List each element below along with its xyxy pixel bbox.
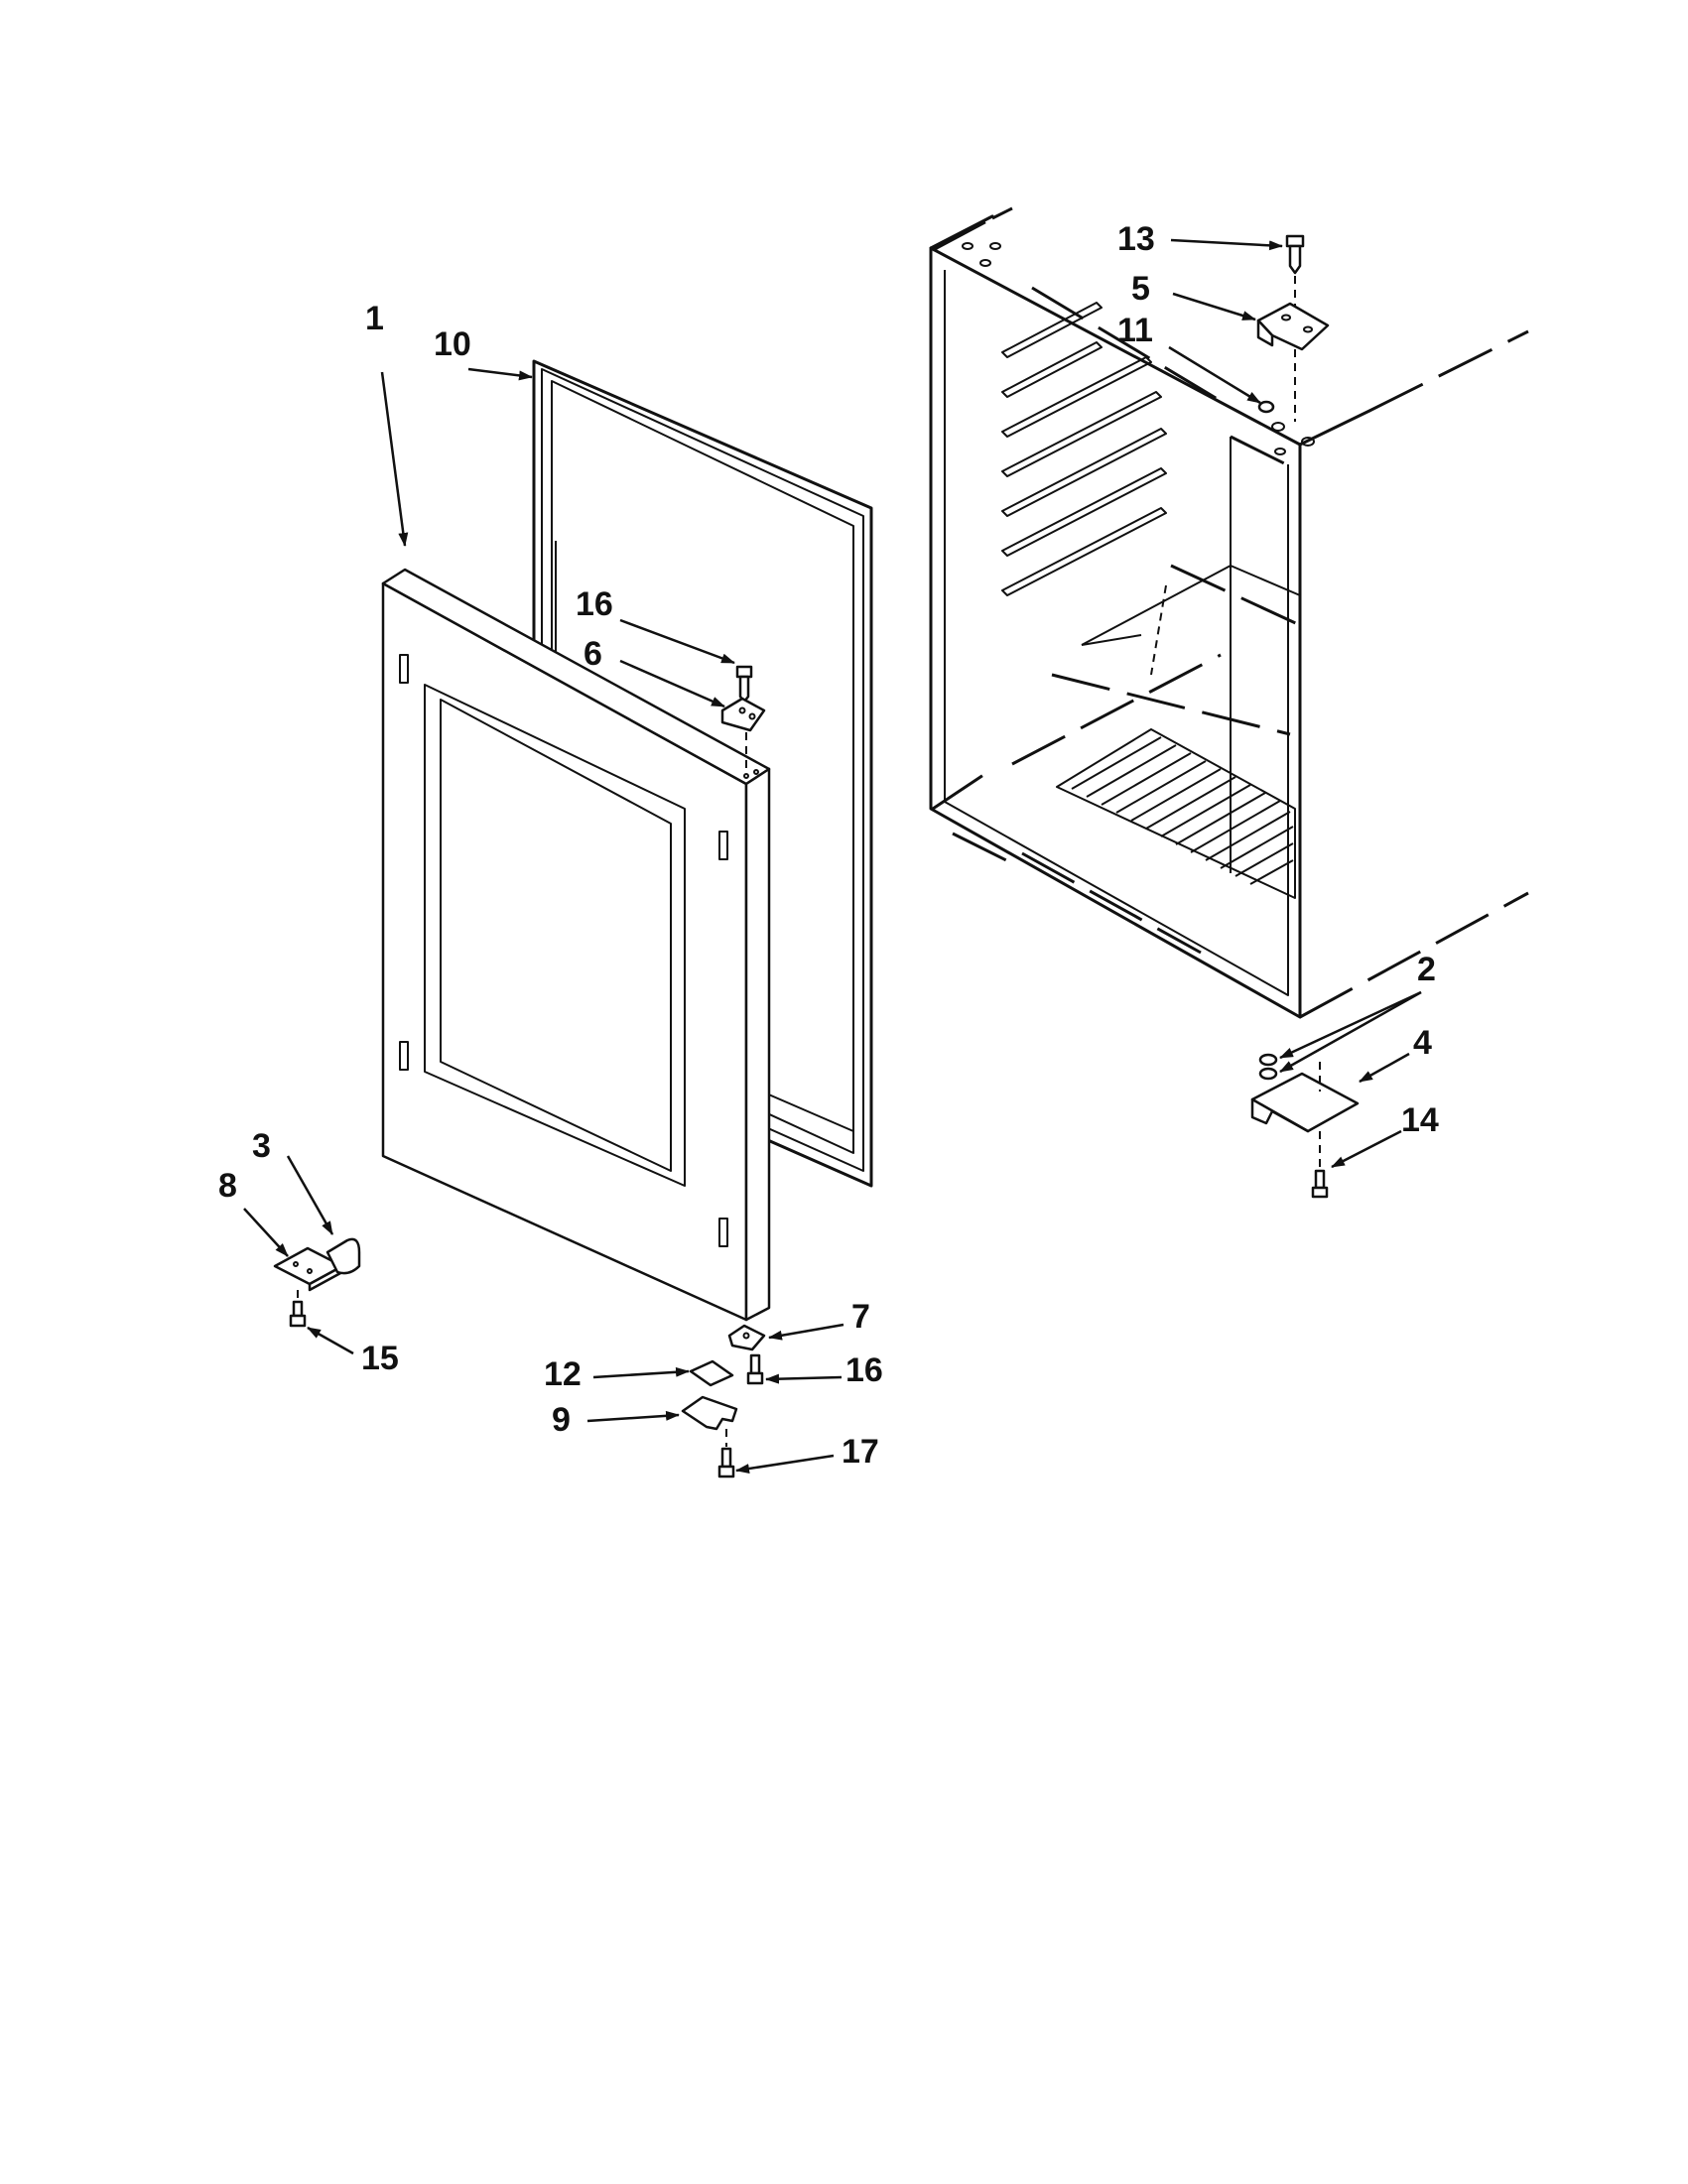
hinge-plate-7 xyxy=(727,1324,766,1351)
callout-17: 17 xyxy=(842,1433,879,1471)
top-hinge-5 xyxy=(1256,302,1330,422)
washers-2 xyxy=(1258,1053,1278,1081)
callout-5: 5 xyxy=(1131,270,1150,308)
callout-15: 15 xyxy=(361,1340,399,1377)
callout-labels: 1 10 16 6 13 5 11 2 4 14 3 8 15 7 12 16 … xyxy=(218,220,1439,1471)
bracket-9 xyxy=(681,1395,738,1431)
callout-14: 14 xyxy=(1401,1101,1439,1139)
cabinet xyxy=(929,206,1529,1019)
spacer-11 xyxy=(1257,400,1275,414)
door-hinge-6 xyxy=(720,697,766,774)
screw-16-top xyxy=(735,665,753,704)
callout-3: 3 xyxy=(252,1127,271,1165)
callout-2: 2 xyxy=(1417,951,1436,988)
shim-12 xyxy=(689,1359,734,1387)
callout-9: 9 xyxy=(552,1401,571,1439)
screw-14 xyxy=(1311,1169,1329,1199)
callout-12: 12 xyxy=(544,1355,582,1393)
callout-1: 1 xyxy=(365,300,384,337)
screw-17 xyxy=(717,1429,735,1478)
callout-16-bottom: 16 xyxy=(845,1351,883,1389)
callout-13: 13 xyxy=(1117,220,1155,258)
door-panel xyxy=(381,568,771,1322)
bottom-hinge-4 xyxy=(1250,1062,1360,1169)
callout-7: 7 xyxy=(851,1298,870,1336)
callout-11: 11 xyxy=(1117,312,1153,349)
callout-16-top: 16 xyxy=(576,585,613,623)
callout-10: 10 xyxy=(434,325,471,363)
leader-lines xyxy=(243,238,1422,1474)
screw-13 xyxy=(1285,234,1305,310)
callout-4: 4 xyxy=(1413,1024,1432,1062)
bracket-3 xyxy=(325,1237,361,1275)
screw-15 xyxy=(289,1290,307,1328)
callout-6: 6 xyxy=(584,635,602,673)
callout-8: 8 xyxy=(218,1167,237,1205)
screw-16-bottom xyxy=(746,1353,764,1385)
